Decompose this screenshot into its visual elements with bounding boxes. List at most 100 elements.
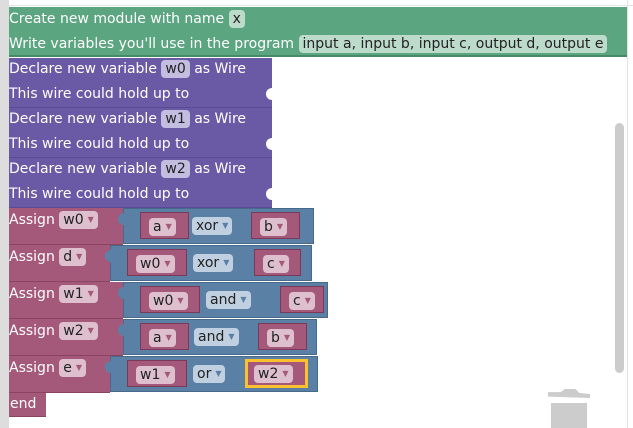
input-notch — [266, 188, 272, 200]
as-wire-label: as Wire — [194, 111, 247, 127]
assign-target-dropdown[interactable]: e▼ — [59, 359, 87, 377]
dropdown-arrow-icon: ▼ — [278, 259, 285, 268]
trash-lid — [548, 389, 590, 398]
dropdown-arrow-icon: ▼ — [276, 222, 284, 231]
variable-block-right-selected[interactable]: w2▼ — [245, 359, 308, 388]
assign-block-d[interactable]: Assign d▼ — [9, 245, 110, 282]
trash-can-body — [551, 403, 587, 428]
assign-block-w0[interactable]: Assign w0▼ — [9, 208, 123, 245]
hold-label: This wire could hold up to — [9, 136, 190, 152]
operator-dropdown[interactable]: xor▼ — [192, 217, 233, 235]
dropdown-value: b — [271, 330, 280, 346]
assign-label: Assign — [9, 286, 55, 302]
create-module-block[interactable]: Create new module with name x Write vari… — [9, 7, 627, 57]
dropdown-arrow-icon: ▼ — [304, 296, 311, 305]
operator-block[interactable]: a▼ and▼ b▼ — [118, 319, 317, 355]
hold-label: This wire could hold up to — [9, 86, 190, 102]
dropdown-value: e — [63, 360, 72, 376]
dropdown-arrow-icon: ▼ — [87, 326, 94, 335]
as-wire-label: as Wire — [194, 161, 247, 177]
operator-block[interactable]: w0▼ and▼ c▼ — [118, 282, 328, 318]
as-wire-label: as Wire — [194, 61, 247, 77]
variable-name-field[interactable]: w1 — [161, 110, 190, 128]
dropdown-arrow-icon: ▼ — [165, 222, 172, 231]
dropdown-arrow-icon: ▼ — [164, 370, 171, 379]
input-notch — [266, 88, 272, 100]
dropdown-arrow-icon: ▼ — [87, 215, 94, 224]
dropdown-value: w2 — [63, 323, 84, 339]
dropdown-value: c — [293, 293, 301, 309]
dropdown-arrow-icon: ▼ — [282, 369, 289, 378]
assign-target-dropdown[interactable]: w1▼ — [59, 285, 98, 303]
dropdown-value: w2 — [258, 366, 279, 382]
dropdown-value: w1 — [140, 367, 161, 383]
variable-name-field[interactable]: w2 — [161, 160, 190, 178]
operator-block[interactable]: w0▼ xor▼ c▼ — [105, 245, 312, 281]
variable-block-right[interactable]: c▼ — [254, 249, 301, 276]
dropdown-arrow-icon: ▼ — [222, 221, 229, 230]
assign-target-dropdown[interactable]: w0▼ — [59, 211, 98, 229]
dropdown-value: w0 — [140, 256, 161, 272]
dropdown-arrow-icon: ▼ — [165, 333, 172, 342]
workspace-top-border — [9, 0, 633, 6]
hold-label: This wire could hold up to — [9, 186, 190, 202]
dropdown-value: xor — [196, 218, 219, 234]
variables-field[interactable]: input a, input b, input c, output d, out… — [298, 35, 608, 53]
dropdown-value: b — [264, 219, 273, 235]
puzzle-tab — [118, 324, 124, 336]
declare-block-w0[interactable]: Declare new variable w0 as Wire This wir… — [9, 58, 272, 108]
dropdown-value: d — [63, 249, 73, 265]
trash-icon[interactable] — [548, 389, 590, 428]
create-module-label: Create new module with name — [9, 11, 225, 27]
puzzle-tab — [118, 287, 124, 299]
operator-dropdown[interactable]: and▼ — [206, 291, 251, 309]
declare-block-w1[interactable]: Declare new variable w1 as Wire This wir… — [9, 108, 272, 158]
variable-block-left[interactable]: w0▼ — [140, 286, 200, 313]
assign-target-dropdown[interactable]: d▼ — [59, 248, 87, 266]
dropdown-value: and — [210, 292, 237, 308]
dropdown-arrow-icon: ▼ — [87, 289, 94, 298]
declare-label: Declare new variable — [9, 161, 157, 177]
variable-block-left[interactable]: w1▼ — [127, 360, 187, 387]
end-block[interactable]: end — [9, 393, 46, 417]
puzzle-tab — [105, 250, 111, 262]
declare-label: Declare new variable — [9, 111, 157, 127]
dropdown-value: and — [198, 329, 225, 345]
assign-block-w1[interactable]: Assign w1▼ — [9, 282, 123, 319]
declare-block-w2[interactable]: Declare new variable w2 as Wire This wir… — [9, 158, 272, 208]
dropdown-arrow-icon: ▼ — [215, 369, 222, 378]
dropdown-arrow-icon: ▼ — [240, 295, 247, 304]
assign-target-dropdown[interactable]: w2▼ — [59, 322, 98, 340]
dropdown-value: a — [153, 330, 162, 346]
variable-block-right[interactable]: c▼ — [280, 286, 324, 313]
workspace-right-border — [627, 0, 628, 428]
variables-label: Write variables you'll use in the progra… — [9, 36, 295, 52]
variable-block-right[interactable]: b▼ — [251, 212, 300, 239]
variable-block-left[interactable]: a▼ — [140, 323, 189, 350]
dropdown-value: or — [197, 366, 212, 382]
variable-block-right[interactable]: b▼ — [258, 323, 307, 350]
operator-block[interactable]: w1▼ or▼ w2▼ — [105, 356, 318, 392]
variable-block-left[interactable]: w0▼ — [127, 249, 187, 276]
operator-dropdown[interactable]: or▼ — [193, 365, 226, 383]
dropdown-value: a — [153, 219, 162, 235]
dropdown-value: w0 — [153, 293, 174, 309]
assign-label: Assign — [9, 323, 55, 339]
operator-dropdown[interactable]: xor▼ — [193, 254, 234, 272]
operator-block[interactable]: a▼ xor▼ b▼ — [118, 208, 314, 244]
dropdown-value: w1 — [63, 286, 84, 302]
assign-block-e[interactable]: Assign e▼ — [9, 356, 110, 393]
workspace-left-gutter — [0, 0, 9, 428]
variable-block-left[interactable]: a▼ — [140, 212, 189, 239]
dropdown-arrow-icon: ▼ — [164, 259, 171, 268]
module-name-field[interactable]: x — [228, 10, 245, 28]
dropdown-arrow-icon: ▼ — [76, 252, 83, 261]
dropdown-arrow-icon: ▼ — [228, 332, 235, 341]
dropdown-value: c — [267, 256, 275, 272]
assign-label: Assign — [9, 212, 55, 228]
vertical-scrollbar[interactable] — [615, 123, 624, 373]
puzzle-tab — [105, 361, 111, 373]
operator-dropdown[interactable]: and▼ — [194, 328, 239, 346]
variable-name-field[interactable]: w0 — [161, 60, 190, 78]
assign-block-w2[interactable]: Assign w2▼ — [9, 319, 123, 356]
